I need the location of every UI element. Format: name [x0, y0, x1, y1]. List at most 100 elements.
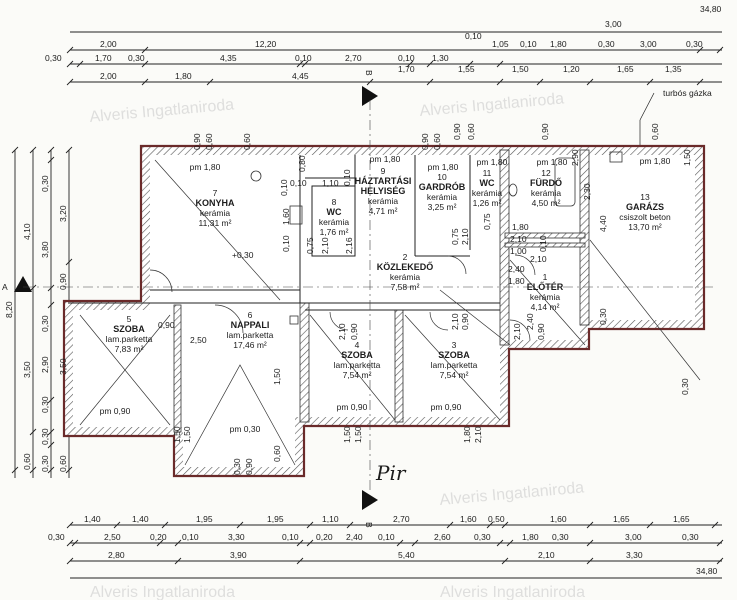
dimension-label: 2,60	[434, 532, 451, 542]
dimension-label: 4,35	[220, 53, 237, 63]
dimension-label: 0,60	[58, 455, 68, 472]
dimension-label: 1,60	[550, 514, 567, 524]
dimension-label: 1,10	[322, 514, 339, 524]
dimension-label: 0,30	[598, 39, 615, 49]
dimension-label: 2,80	[108, 550, 125, 560]
room-number: 10	[437, 172, 447, 182]
room-number: 7	[213, 188, 218, 198]
dimension-label: 2,00	[100, 39, 117, 49]
interior-dimension: 2,90	[570, 149, 580, 166]
interior-dimension: 0,75	[482, 213, 492, 230]
section-arrow-bottom	[362, 490, 378, 510]
interior-dimension: 1,50	[342, 426, 352, 443]
dimension-tick	[11, 466, 19, 474]
dimension-tick	[501, 557, 509, 565]
dimension-tick	[141, 78, 149, 86]
dimension-tick	[496, 78, 504, 86]
dimension-label: 1,35	[665, 64, 682, 74]
dimension-label: 1,65	[617, 64, 634, 74]
dimension-label: 3,30	[626, 550, 643, 560]
room-name: GARÁZS	[626, 202, 664, 212]
dimension-label: 1,30	[432, 53, 449, 63]
interior-dimension: 2,10	[473, 426, 483, 443]
dimension-tick	[711, 521, 719, 529]
room-area: 1,26 m²	[473, 198, 502, 208]
interior-dimension: 2,10	[320, 237, 330, 254]
interior-dimension: 2,10	[450, 313, 460, 330]
dimension-tick	[29, 284, 37, 292]
room-name: HELYISÉG	[361, 186, 406, 196]
dimension-label: 2,70	[345, 53, 362, 63]
dimension-tick	[696, 46, 704, 54]
interior-dimension: 1,50	[353, 426, 363, 443]
room-sill-height: pm 1,80	[537, 157, 568, 167]
dimension-label: 0,60	[22, 453, 32, 470]
room-number: 5	[127, 314, 132, 324]
dimension-tick	[296, 539, 304, 547]
room-name: HÁZTARTÁSI	[355, 176, 412, 186]
sink-icon	[250, 170, 262, 182]
dimension-tick	[76, 60, 84, 68]
dimension-tick	[47, 156, 55, 164]
dimension-label: 1,70	[95, 53, 112, 63]
dimension-label: 0,30	[552, 532, 569, 542]
dimension-label: 3,50	[58, 358, 68, 375]
dimension-label: 0,10	[282, 532, 299, 542]
room-number: 13	[640, 192, 650, 202]
dimension-label: 1,40	[132, 514, 149, 524]
dimension-label: 12,20	[255, 39, 277, 49]
handwritten-note: Pir	[375, 461, 407, 485]
dimension-label: 0,90	[58, 273, 68, 290]
dimension-label: 0,20	[150, 532, 167, 542]
interior-dimension: 0,30	[232, 458, 242, 475]
room-floor: kerámia	[427, 192, 458, 202]
interior-dimension: 2,10	[337, 323, 347, 340]
dimension-label: 1,50	[512, 64, 529, 74]
room-area: 7,54 m²	[343, 370, 372, 380]
section-a-label: A	[2, 282, 8, 292]
interior-dimension: 0,10	[342, 169, 352, 186]
boiler-annotation: turbós gázka	[663, 88, 712, 98]
dimension-tick	[29, 428, 37, 436]
interior-dimension: 0,10	[279, 179, 289, 196]
dimension-label: 0,10	[398, 53, 415, 63]
dimension-tick	[396, 539, 404, 547]
dimension-label: 0,30	[40, 428, 50, 445]
exterior-wall-outline	[62, 144, 706, 478]
interior-dimension: 0,60	[650, 123, 660, 140]
dimension-label: 3,20	[58, 205, 68, 222]
interior-dimension: 0,30	[680, 378, 690, 395]
dimension-label: 0,10	[295, 53, 312, 63]
dimension-tick	[296, 557, 304, 565]
dimension-label: 1,80	[522, 532, 539, 542]
room-sill-height: pm 1,80	[190, 162, 221, 172]
dimension-tick	[496, 60, 504, 68]
section-b-top-label: B	[364, 70, 374, 76]
dimension-tick	[29, 466, 37, 474]
dimension-label: 1,65	[613, 514, 630, 524]
dimension-tick	[366, 78, 374, 86]
boiler-icon	[609, 151, 623, 163]
chimney-icon	[289, 315, 299, 325]
interior-dimension: 1,10	[322, 178, 339, 188]
dimension-tick	[156, 539, 164, 547]
section-arrow-left	[14, 276, 32, 292]
room-name: FÜRDŐ	[530, 177, 562, 188]
floor-level-label: +0,30	[232, 250, 254, 260]
dimension-top-a: 3,00	[605, 19, 622, 29]
dimension-tick	[141, 60, 149, 68]
room-name: NAPPALI	[231, 320, 270, 330]
dimension-tick	[536, 78, 544, 86]
dimension-tick	[66, 539, 74, 547]
dimension-tick	[47, 441, 55, 449]
room-sill-height: pm 1,80	[477, 157, 508, 167]
room-number: 3	[452, 340, 457, 350]
room-floor: lam.parketta	[106, 334, 153, 344]
dimension-tick	[486, 521, 494, 529]
dimension-tick	[47, 301, 55, 309]
dimension-tick	[716, 557, 724, 565]
dimension-tick	[586, 521, 594, 529]
room-floor: kerámia	[319, 217, 350, 227]
dimension-label: 1,60	[460, 514, 477, 524]
